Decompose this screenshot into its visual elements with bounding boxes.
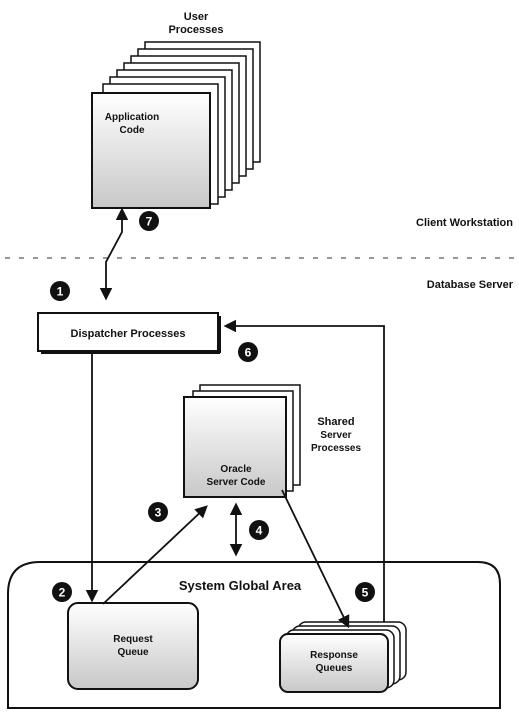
svg-text:6: 6 [245,346,252,360]
network-link [106,210,122,298]
svg-text:5: 5 [362,586,369,600]
shared-server-label-1: Shared [317,416,354,428]
request-queue-label-2: Queue [117,647,149,658]
database-server-label: Database Server [427,279,514,291]
svg-text:7: 7 [146,215,153,229]
response-queues-label-2: Queues [316,663,353,674]
svg-text:4: 4 [256,524,263,538]
response-queues-label-1: Response [310,650,358,661]
client-workstation-label: Client Workstation [416,217,513,229]
oracle-code-label-1: Oracle [220,464,252,475]
application-code-box [92,93,210,208]
step-badge-5: 5 [355,582,375,602]
arrow-server-to-response-queue [282,490,348,626]
step-badge-6: 6 [238,342,258,362]
shared-server-label-2: Server [320,430,351,441]
application-code-label-2: Code [120,125,145,136]
dispatcher-label: Dispatcher Processes [71,328,186,340]
request-queue-label-1: Request [113,634,153,645]
svg-text:1: 1 [57,285,64,299]
request-queue-box [68,603,198,689]
user-processes-label-2: Processes [168,24,223,36]
application-code-label-1: Application [105,112,159,123]
step-badge-3: 3 [148,502,168,522]
oracle-code-label-2: Server Code [207,477,266,488]
sga-label: System Global Area [179,578,302,593]
svg-text:3: 3 [155,506,162,520]
svg-text:2: 2 [59,586,66,600]
step-badge-2: 2 [52,582,72,602]
user-process-stack [92,42,260,208]
user-processes-label-1: User [184,11,209,23]
shared-server-label-3: Processes [311,443,361,454]
step-badge-7: 7 [139,211,159,231]
step-badge-4: 4 [249,520,269,540]
step-badge-1: 1 [50,281,70,301]
